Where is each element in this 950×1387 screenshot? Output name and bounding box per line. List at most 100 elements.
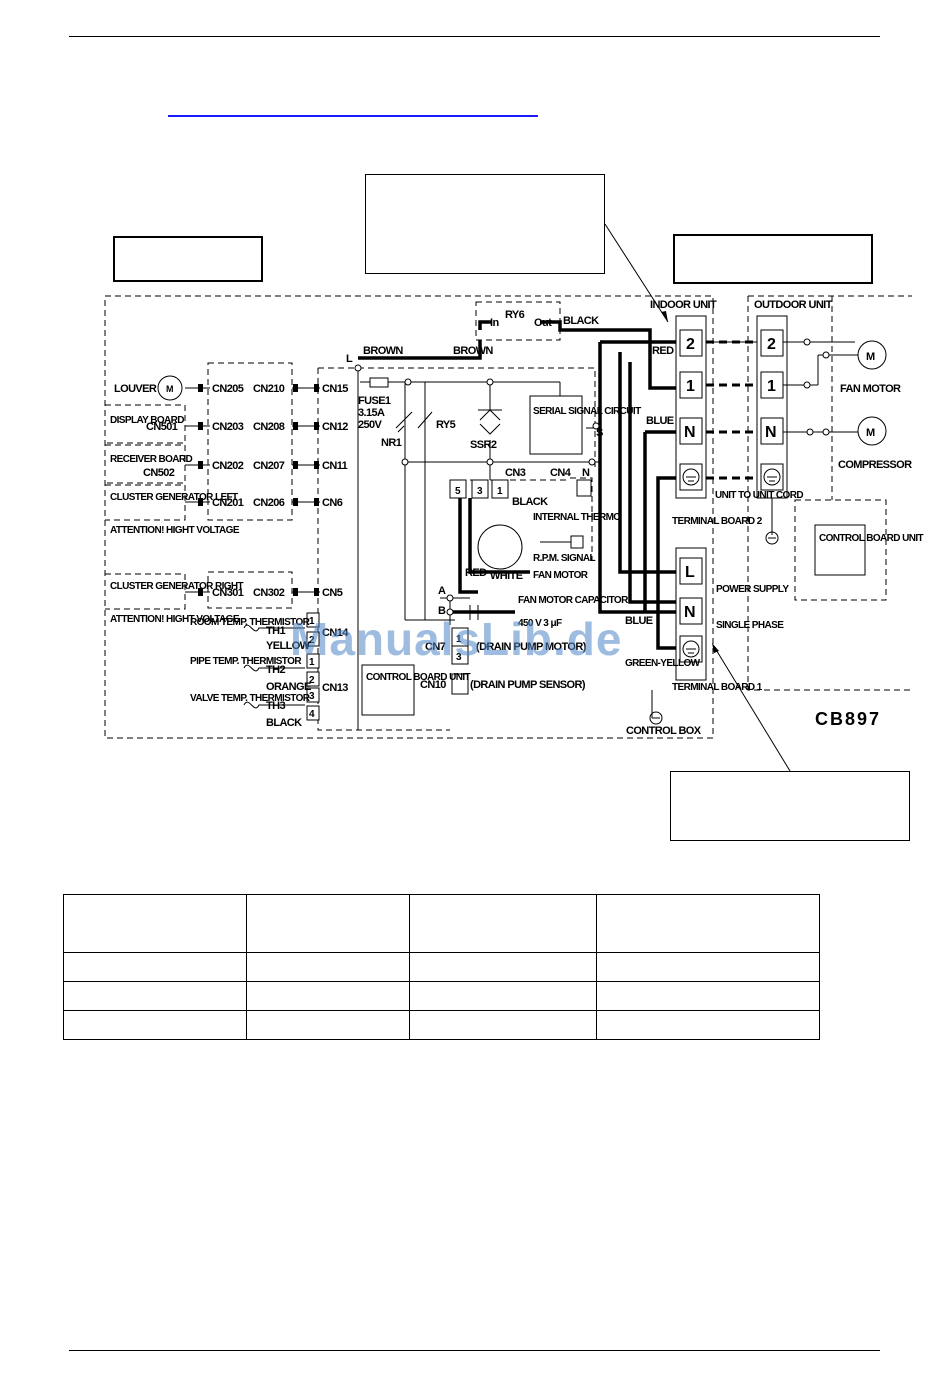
tb2-pin2-label: 2	[686, 336, 695, 353]
table-cell	[409, 981, 597, 1011]
cn301-label: CN301	[212, 587, 244, 599]
control-board-outdoor-label: CONTROL BOARD UNIT	[819, 533, 924, 544]
in-label: In	[490, 317, 499, 329]
link-underline[interactable]	[168, 115, 538, 117]
pin-b-label: B	[438, 605, 446, 617]
cn13-label: CN13	[322, 682, 348, 694]
m-fan-label: M	[866, 351, 875, 363]
room-temp-label: ROOM TEMP. THERMISTOR	[190, 617, 311, 628]
out-label: Out	[534, 317, 552, 329]
capacitor-label: FAN MOTOR CAPACITOR	[518, 595, 629, 606]
cn13-pin2-label: 2	[309, 675, 315, 686]
tb2-pin1-label: 1	[686, 378, 695, 395]
wire-black-th3-label: BLACK	[266, 717, 302, 729]
fan-motor-outdoor-label: FAN MOTOR	[840, 383, 901, 395]
receiver-board-label: RECEIVER BOARD	[110, 454, 193, 465]
table-cell	[596, 1010, 820, 1040]
fuse-label: FUSE1	[358, 395, 391, 407]
cluster-left-label: CLUSTER GENERATOR LEFT	[110, 492, 238, 503]
wire-red-label: RED	[652, 345, 674, 357]
cn5-label: CN5	[322, 587, 343, 599]
table-cell	[63, 894, 247, 953]
callout-box-left	[113, 236, 263, 282]
cn502-label: CN502	[143, 467, 175, 479]
table-cell	[409, 952, 597, 982]
table-cell	[63, 952, 247, 982]
internal-thermo-label: INTERNAL THERMO	[533, 512, 621, 523]
wire-red-fan-label: RED	[465, 567, 487, 579]
table-row	[63, 981, 820, 1011]
callout-box-right	[673, 234, 873, 284]
table-cell	[596, 894, 820, 953]
table-cell	[596, 952, 820, 982]
cn15-label: CN15	[322, 383, 348, 395]
control-board-label: CONTROL BOARD UNIT	[366, 672, 471, 683]
ry6-label: RY6	[505, 309, 525, 321]
cn13-pin1-label: 1	[309, 657, 315, 668]
capacitor-rating-label: 450 V 3 μF	[518, 618, 562, 629]
terminal-board-2-label: TERMINAL BOARD 2	[672, 516, 763, 527]
wire-yellow-label: YELLOW	[266, 640, 311, 652]
cn207-label: CN207	[253, 460, 285, 472]
cn501-label: CN501	[146, 421, 178, 433]
control-box-label: CONTROL BOX	[626, 725, 702, 737]
table-cell	[246, 981, 410, 1011]
wire-black-fan-label: BLACK	[512, 496, 548, 508]
compressor-label: COMPRESSOR	[838, 459, 912, 471]
pin-n-cn4-label: N	[582, 467, 590, 479]
wire-brown-label-1: BROWN	[363, 345, 403, 357]
attention-label-1: ATTENTION! HIGHT VOLTAGE	[110, 525, 240, 536]
cn11-label: CN11	[322, 460, 348, 472]
footer-rule	[69, 1350, 880, 1351]
wire-blue-label-2: BLUE	[625, 615, 653, 627]
drain-pump-motor-label: (DRAIN PUMP MOTOR)	[476, 641, 587, 653]
cn3-label: CN3	[505, 467, 526, 479]
wire-white-label: WHITE	[490, 570, 523, 582]
cn3-pin5-label: 5	[455, 486, 461, 497]
table-cell	[63, 981, 247, 1011]
cn302-label: CN302	[253, 587, 285, 599]
out-pin1-label: 1	[767, 378, 776, 395]
cn13-pin3-label: 3	[309, 691, 315, 702]
tb2-pinn-label: N	[684, 424, 695, 441]
th2-label: TH2	[266, 664, 285, 676]
fuse-voltage-label: 250V	[358, 419, 383, 431]
cn14-pin2-label: 2	[309, 635, 315, 646]
terminal-board-1-label: TERMINAL BOARD 1	[672, 682, 763, 693]
wire-blue-label-1: BLUE	[646, 415, 674, 427]
watermark: ManualsLib.de	[290, 613, 623, 665]
cn7-pin1-label: 1	[456, 634, 462, 645]
rpm-signal-label: R.P.M. SIGNAL	[533, 553, 596, 564]
tb1-pinl-label: L	[685, 564, 695, 581]
table-row	[63, 894, 820, 953]
blank-table	[63, 894, 820, 1040]
pin-a-label: A	[438, 585, 446, 597]
callout-box-bottom-right	[670, 771, 910, 841]
table-cell	[246, 1010, 410, 1040]
table-cell	[596, 981, 820, 1011]
wire-orange-label: ORANGE	[266, 681, 311, 693]
cn12-label: CN12	[322, 421, 348, 433]
ssr2-label: SSR2	[470, 439, 497, 451]
cn3-pin1-label: 1	[497, 486, 503, 497]
outdoor-unit-label: OUTDOOR UNIT	[754, 299, 833, 311]
power-supply-label: POWER SUPPLY	[716, 584, 789, 595]
cn7-pin3-label: 3	[456, 652, 462, 663]
cn208-label: CN208	[253, 421, 285, 433]
table-cell	[246, 894, 410, 953]
m-louver-label: M	[166, 384, 173, 394]
indoor-unit-label: INDOOR UNIT	[650, 299, 717, 311]
th1-label: TH1	[266, 625, 285, 637]
table-cell	[409, 894, 597, 953]
cn14-label: CN14	[322, 627, 349, 639]
table-cell	[246, 952, 410, 982]
valve-temp-label: VALVE TEMP. THERMISTOR	[190, 693, 311, 704]
table-row	[63, 1010, 820, 1040]
cn6-label: CN6	[322, 497, 343, 509]
pipe-temp-label: PIPE TEMP. THERMISTOR	[190, 656, 302, 667]
fuse-rating-label: 3.15A	[358, 407, 385, 419]
callout-box-top-center	[365, 174, 605, 274]
cn14-pin1-label: 1	[309, 616, 315, 627]
header-rule	[69, 36, 880, 37]
